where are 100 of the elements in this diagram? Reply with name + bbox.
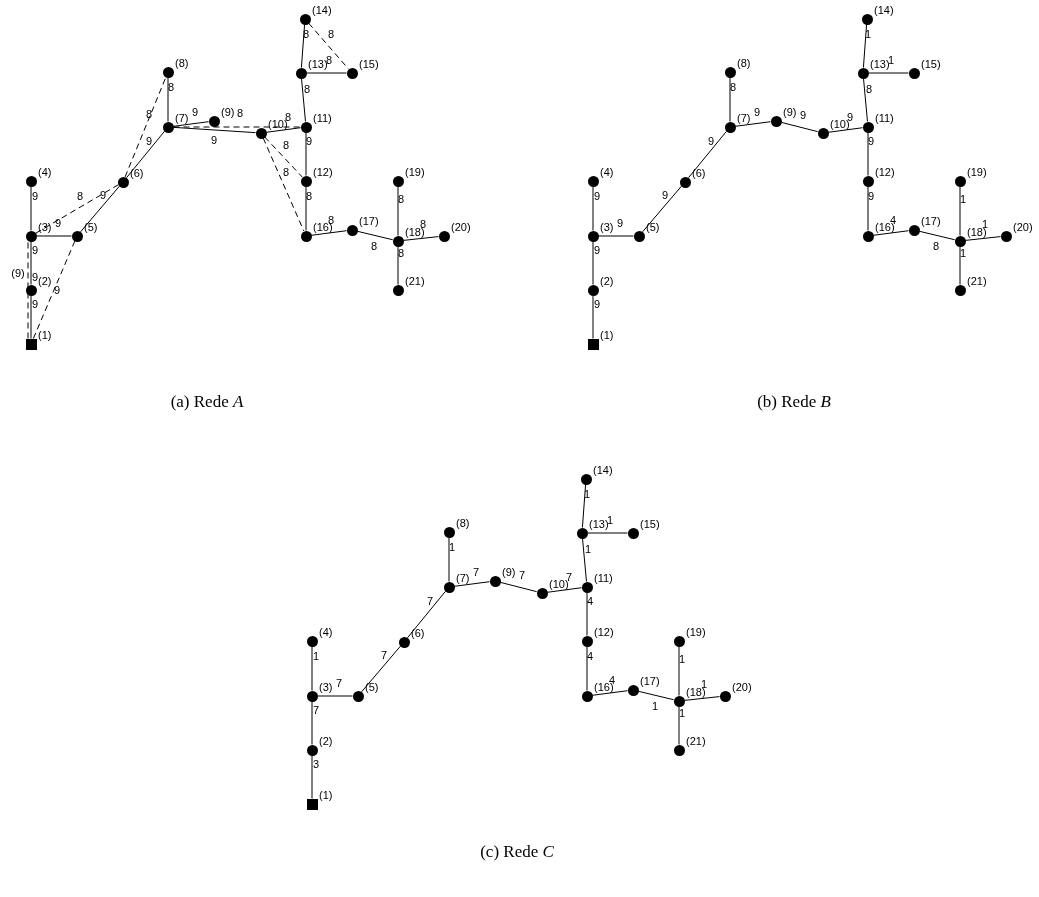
- node-label: (16): [594, 682, 614, 693]
- number-label: 9: [31, 271, 39, 283]
- connector: [311, 701, 313, 745]
- node-dot: [862, 230, 874, 242]
- subfigure-caption: (b) Rede B: [757, 392, 831, 412]
- edge-label: 8: [729, 81, 737, 93]
- node-dot: [627, 527, 639, 539]
- node-dot: [25, 230, 37, 242]
- node-dot: [25, 175, 37, 187]
- node-dot: [346, 67, 358, 79]
- node-label: (20): [732, 682, 752, 693]
- node-label: (19): [967, 167, 987, 178]
- node-dot: [25, 284, 37, 296]
- connector: [311, 755, 313, 799]
- edge-label: 9: [305, 135, 313, 147]
- edge-label: 9: [191, 106, 199, 118]
- node-dot: [580, 473, 592, 485]
- node-dot: [724, 121, 736, 133]
- connector: [397, 246, 399, 285]
- edge-label: 8: [145, 108, 153, 120]
- connector: [36, 235, 72, 237]
- node-label: (20): [451, 222, 471, 233]
- edge-label: 4: [586, 595, 594, 607]
- node-dot: [587, 284, 599, 296]
- connector: [734, 121, 772, 127]
- dashed-connector: [124, 76, 167, 178]
- edge-label: 8: [282, 166, 290, 178]
- connector: [167, 77, 169, 122]
- connector: [592, 241, 594, 285]
- edge-label: 8: [932, 240, 940, 252]
- node-label: (8): [737, 58, 751, 69]
- node-label: (5): [84, 222, 98, 233]
- node-dot: [300, 175, 312, 187]
- connector: [959, 186, 961, 236]
- connector: [591, 690, 629, 696]
- node-dot: [673, 635, 685, 647]
- node-label: (19): [686, 627, 706, 638]
- dashed-connector: [308, 22, 349, 70]
- edge-label: 8: [76, 190, 84, 202]
- node-dot: [581, 690, 593, 702]
- node-dot: [443, 526, 455, 538]
- dashed-connector: [264, 136, 303, 178]
- edge-label: 1: [981, 218, 989, 230]
- edge-label: 8: [419, 218, 427, 230]
- dashed-connector: [32, 240, 76, 339]
- edge-label: 9: [54, 217, 62, 229]
- node-dot: [861, 13, 873, 25]
- connector: [862, 24, 868, 68]
- edge-label: 1: [678, 707, 686, 719]
- node-label: (3): [319, 682, 333, 693]
- connector: [397, 186, 399, 236]
- edge-label: 4: [586, 650, 594, 662]
- connector: [361, 645, 401, 693]
- edge-label: 7: [472, 566, 480, 578]
- node-dot: [627, 684, 639, 696]
- edge-label: 8: [282, 139, 290, 151]
- node-label: (13): [870, 59, 890, 70]
- connector: [407, 590, 446, 639]
- node-dot: [306, 690, 318, 702]
- node-label: (19): [405, 167, 425, 178]
- edge-label: 9: [31, 244, 39, 256]
- node-label: (1): [600, 330, 614, 341]
- connector: [265, 127, 302, 133]
- connector: [592, 295, 594, 339]
- edge-label: 9: [753, 106, 761, 118]
- connector: [448, 537, 450, 582]
- node-label: (15): [921, 59, 941, 70]
- dashed-connector: [27, 241, 29, 339]
- node-dot: [673, 695, 685, 707]
- node-label: (17): [921, 216, 941, 227]
- connector: [678, 646, 680, 696]
- node-label: (15): [359, 59, 379, 70]
- node-label: (6): [692, 168, 706, 179]
- node-dot: [862, 175, 874, 187]
- node-dot: [673, 744, 685, 756]
- edge-label: 8: [397, 247, 405, 259]
- root-square: [306, 798, 318, 810]
- edge-label: 7: [312, 704, 320, 716]
- edge-label: 9: [707, 135, 715, 147]
- edge-label: 9: [661, 189, 669, 201]
- node-label: (6): [130, 168, 144, 179]
- node-dot: [300, 230, 312, 242]
- node-label: (12): [875, 167, 895, 178]
- node-label: (10): [830, 119, 850, 130]
- root-square: [25, 338, 37, 350]
- node-dot: [857, 67, 869, 79]
- connector: [30, 186, 32, 231]
- node-label: (2): [319, 736, 333, 747]
- node-dot: [300, 121, 312, 133]
- dashed-connector: [35, 184, 119, 234]
- node-label: (17): [359, 216, 379, 227]
- connector: [688, 130, 727, 179]
- node-dot: [299, 13, 311, 25]
- edge-label: 1: [584, 543, 592, 555]
- edge-label: (9): [11, 267, 25, 279]
- edge-label: 7: [335, 677, 343, 689]
- connector: [586, 592, 588, 636]
- node-label: (9): [502, 567, 516, 578]
- edge-label: 8: [236, 107, 244, 119]
- connector: [642, 185, 682, 233]
